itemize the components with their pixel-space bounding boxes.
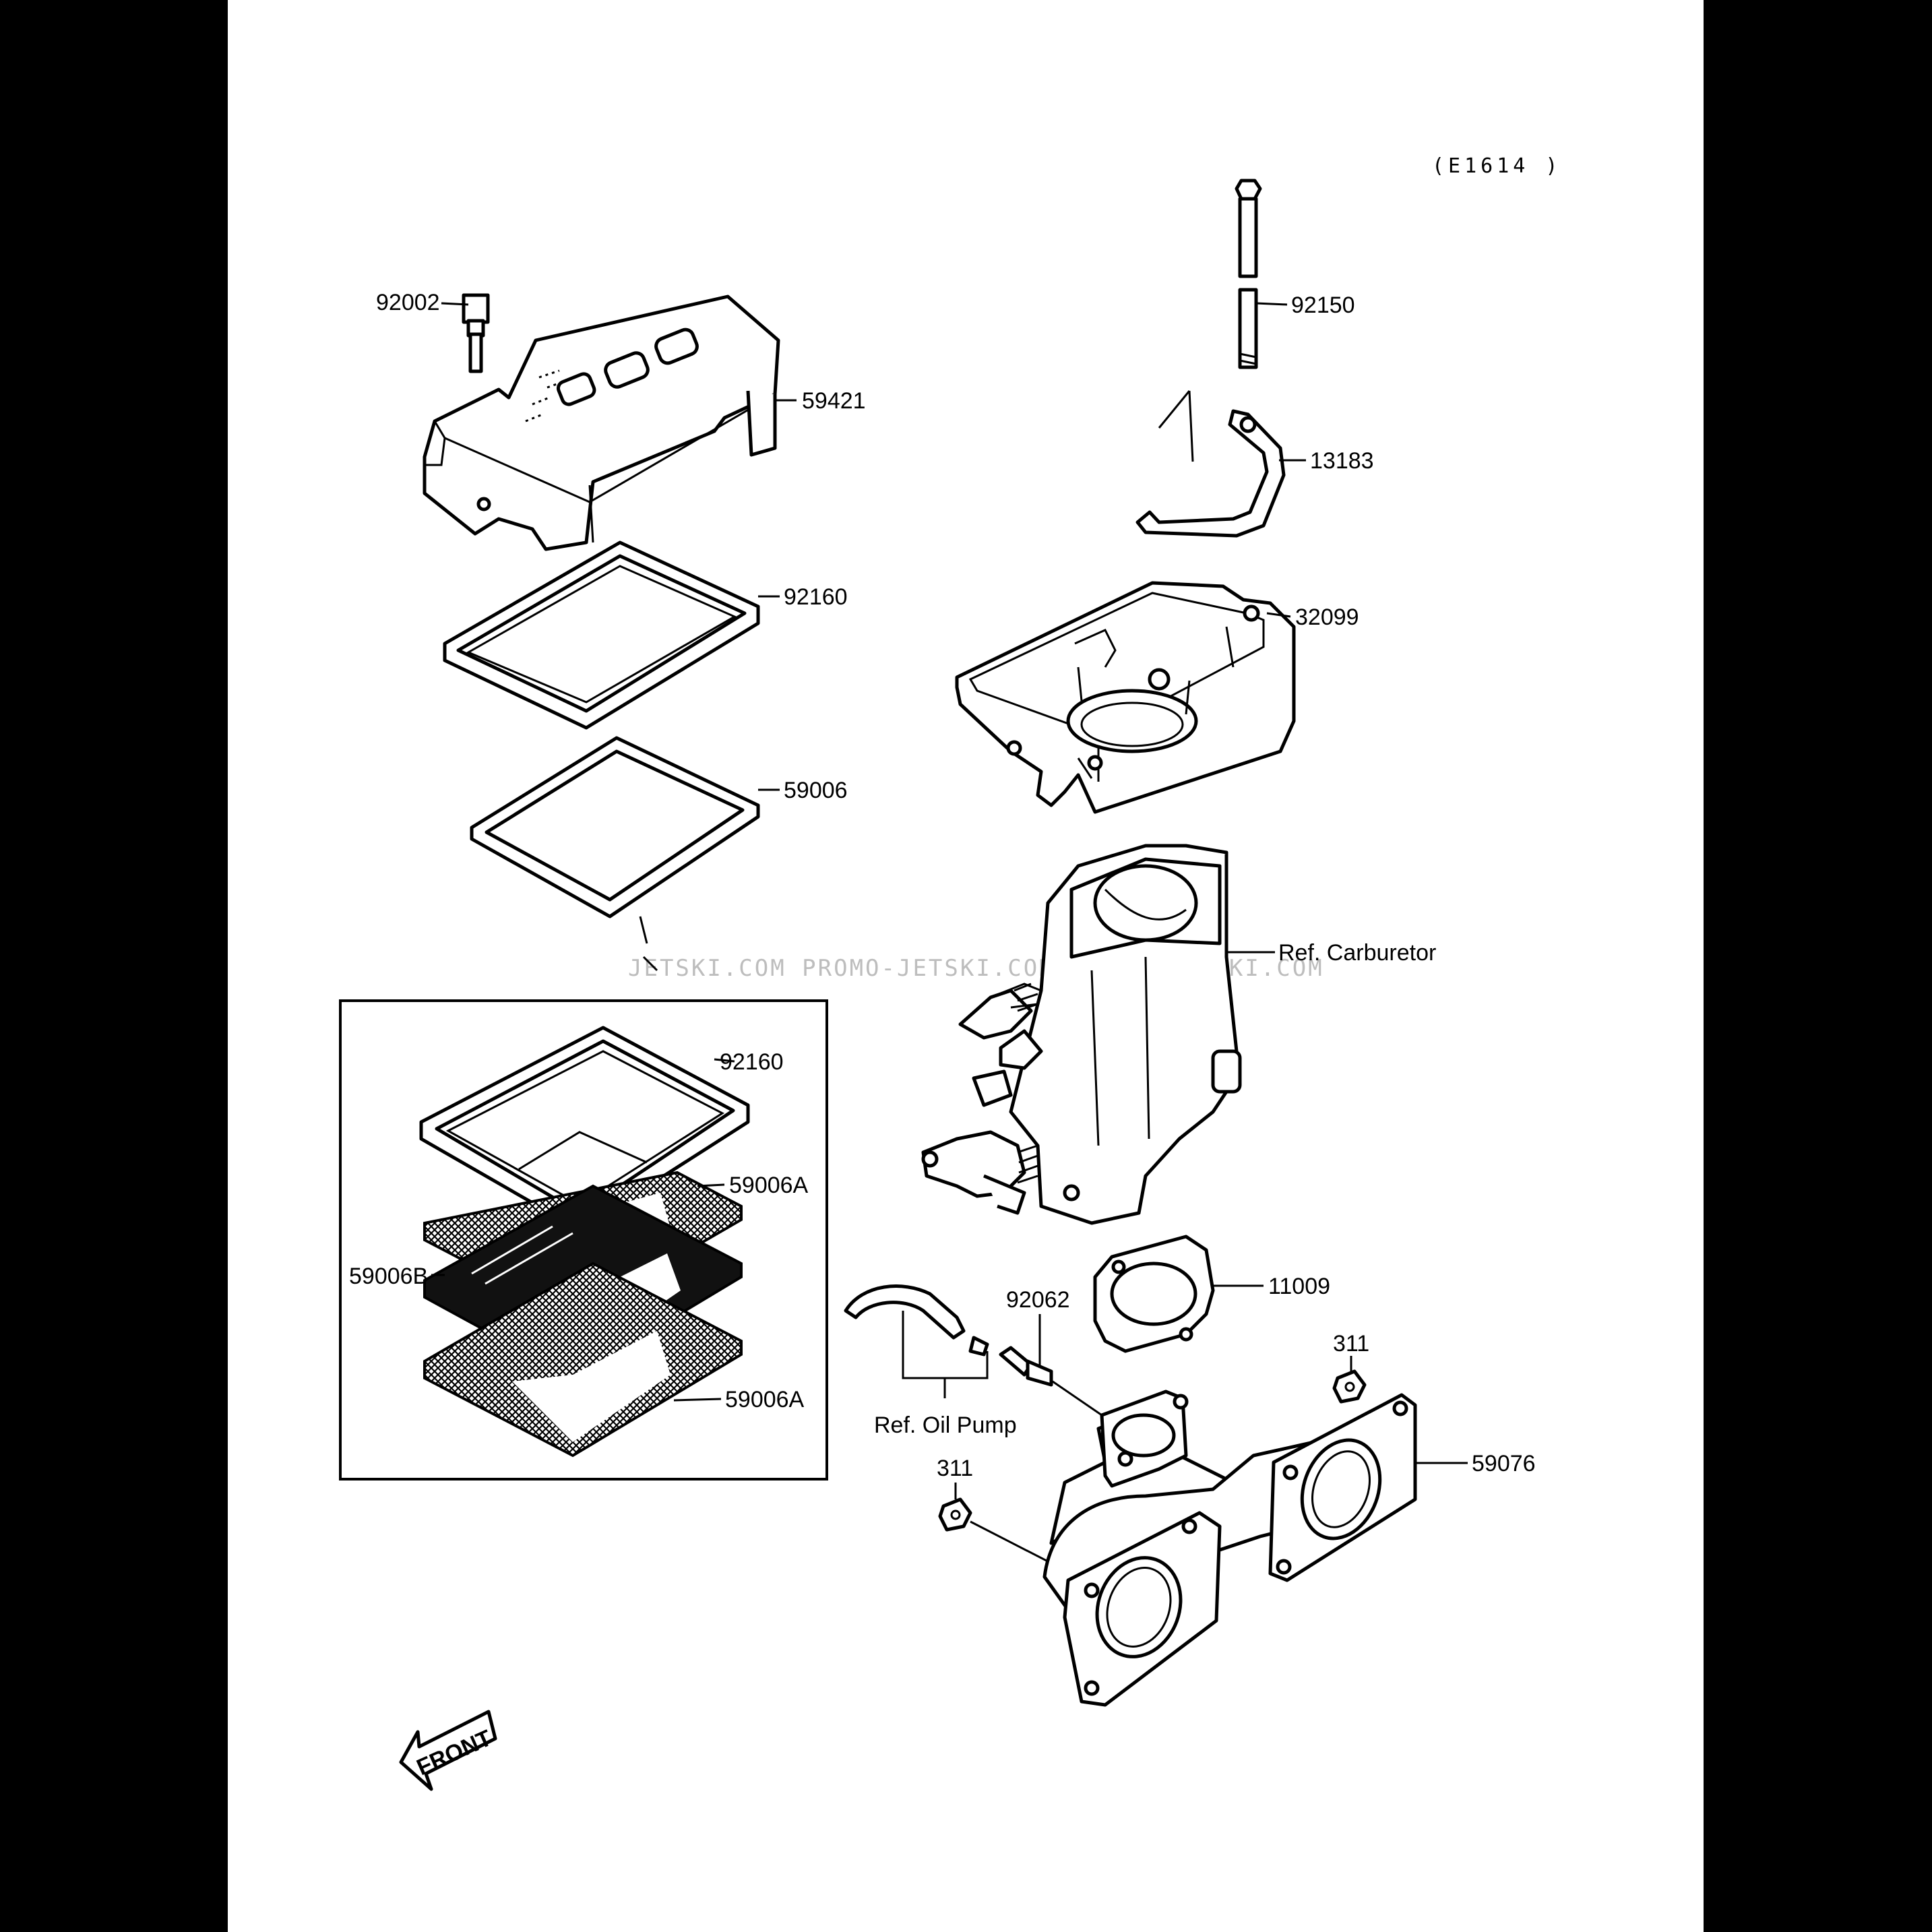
label-59006A-bottom: 59006A (725, 1387, 805, 1412)
base-32099-icon (955, 581, 1296, 814)
bolt-92002-icon (462, 293, 490, 373)
label-311-left: 311 (937, 1456, 973, 1481)
label-92002: 92002 (376, 290, 440, 315)
label-59076: 59076 (1472, 1451, 1536, 1476)
label-59006: 59006 (784, 778, 848, 803)
label-32099: 32099 (1295, 604, 1359, 630)
label-59006A-top: 59006A (729, 1173, 809, 1198)
label-11009: 11009 (1268, 1274, 1330, 1299)
mesh-59006A-bottom-icon (423, 1261, 743, 1458)
fitting-92062-icon (999, 1346, 1053, 1387)
nut-311-right-icon (1332, 1369, 1367, 1404)
nut-311-left-icon (938, 1497, 972, 1532)
element-kit-box (339, 999, 828, 1481)
cover-59421-icon (423, 294, 780, 551)
label-ref-carburetor: Ref. Carburetor (1278, 940, 1436, 966)
gasket-11009-icon (1093, 1235, 1215, 1353)
stud-92150-icon (1235, 179, 1262, 369)
label-59006B: 59006B (349, 1264, 428, 1289)
label-92160-top: 92160 (784, 584, 848, 610)
label-92150: 92150 (1291, 292, 1355, 318)
front-arrow-icon: FRONT (399, 1710, 497, 1791)
manifold-59076-icon (1042, 1390, 1417, 1707)
oil-hose-icon (844, 1284, 989, 1357)
label-92062: 92062 (1006, 1287, 1070, 1313)
label-ref-oil-pump: Ref. Oil Pump (874, 1412, 1017, 1438)
gasket-92160-kit-icon (419, 1026, 750, 1232)
gasket-92160-icon (443, 540, 760, 730)
diagram-code: (E1614 ) (1432, 154, 1562, 178)
label-311-right: 311 (1333, 1331, 1369, 1357)
carburetor-icon (921, 844, 1242, 1225)
element-59006-icon (470, 736, 760, 918)
label-13183: 13183 (1310, 448, 1374, 474)
label-59421: 59421 (802, 388, 866, 414)
bracket-13183-icon (1135, 409, 1286, 538)
label-92160-kit: 92160 (720, 1049, 784, 1075)
